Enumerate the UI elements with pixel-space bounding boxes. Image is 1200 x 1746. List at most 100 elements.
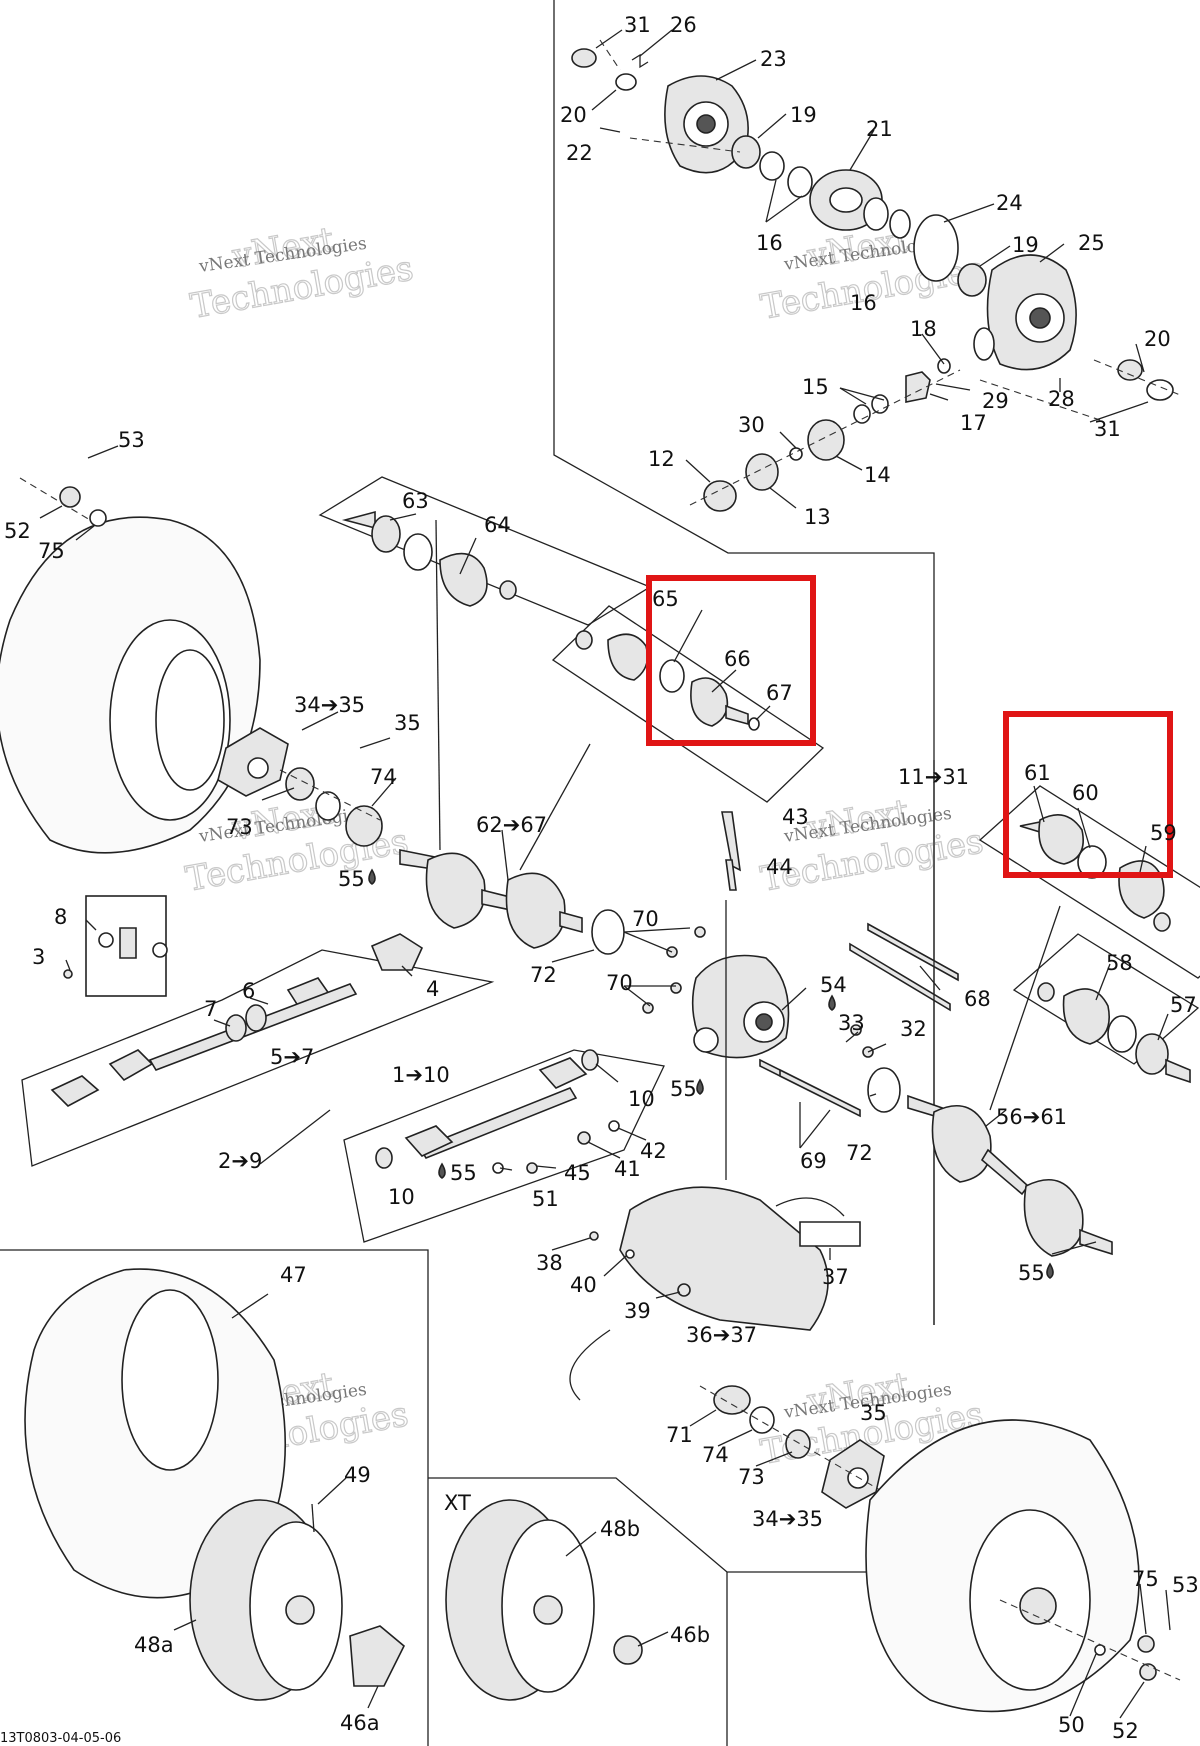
oil-drop-icon	[368, 868, 376, 885]
differential-assembly	[571, 39, 1181, 512]
valve-49	[311, 1503, 315, 1533]
part-label: 3	[32, 945, 45, 969]
part-label: 36➔37	[686, 1323, 757, 1347]
driveshaft-62-67	[399, 519, 625, 955]
part-label: 49	[344, 1463, 371, 1487]
shim-16	[759, 151, 785, 181]
nut-52b	[1139, 1663, 1157, 1681]
part-label: 63	[402, 489, 429, 513]
part-label: 62➔67	[476, 813, 547, 837]
part-label: 47	[280, 1263, 307, 1287]
part-label: 45	[564, 1161, 591, 1185]
part-label: 34➔35	[752, 1507, 823, 1531]
clip-67	[748, 717, 760, 731]
part-label: 66	[724, 647, 751, 671]
breather-43	[721, 811, 741, 872]
part-label: 40	[570, 1273, 597, 1297]
part-label: 4	[426, 977, 439, 1001]
washer-42	[608, 1120, 620, 1132]
part-label: 64	[484, 513, 511, 537]
joint-63	[371, 515, 401, 553]
part-label: 11➔31	[898, 765, 969, 789]
part-label: 55	[338, 867, 365, 891]
cv-joint-kit-65-67	[551, 575, 825, 803]
cv-joint-kit-59-61	[978, 711, 1200, 979]
part-label: 72	[846, 1141, 873, 1165]
part-label: 55	[670, 1077, 697, 1101]
part-label: 34➔35	[294, 693, 365, 717]
part-label: 23	[760, 47, 787, 71]
part-label: 72	[530, 963, 557, 987]
nut-45	[526, 1162, 538, 1174]
driveshaft-56-61	[907, 905, 1113, 1257]
reference-code: 13T0803-04-05-06	[0, 1731, 121, 1746]
nut-52	[59, 486, 81, 508]
screw-33	[850, 1024, 862, 1036]
seal-10	[375, 1147, 393, 1169]
part-label: 71	[666, 1423, 693, 1447]
part-label: 10	[388, 1185, 415, 1209]
rear-right-hub	[569, 1329, 1181, 1713]
bearing-14	[807, 419, 845, 461]
center-cap-46b	[613, 1635, 643, 1665]
part-label: 19	[1012, 233, 1039, 257]
part-label: 26	[670, 13, 697, 37]
part-label: 48b	[600, 1517, 640, 1541]
part-label: 41	[614, 1157, 641, 1181]
bearing-19b	[957, 263, 987, 297]
shim-16b	[787, 166, 813, 198]
part-labels: 31 26 23 20 19 21 22 24 16 19 25 16 18 2…	[0, 13, 1199, 1746]
joint-61	[1038, 814, 1084, 865]
part-label: 30	[738, 413, 765, 437]
breather-44	[725, 859, 737, 891]
part-label: 73	[738, 1465, 765, 1489]
rear-differential-center	[642, 760, 959, 1325]
cv-joint-kit-63-64	[318, 476, 652, 626]
nut-39	[677, 1283, 691, 1297]
cv-joint-kit-57-58	[1012, 933, 1200, 1084]
nut-41	[577, 1131, 591, 1145]
part-label: 6	[242, 979, 255, 1003]
seal-72b	[867, 1067, 901, 1113]
yoke-4	[370, 933, 424, 971]
part-label: 2➔9	[218, 1149, 262, 1173]
part-label: 18	[910, 317, 937, 341]
part-label: 17	[960, 411, 987, 435]
clip-26	[631, 53, 649, 69]
part-label: 53	[1172, 1573, 1199, 1597]
part-label: 48a	[134, 1633, 174, 1657]
part-label: 24	[996, 191, 1023, 215]
boot-65	[607, 633, 649, 681]
boot-59	[1118, 860, 1165, 919]
highlight-box-59-61	[1003, 711, 1173, 878]
seal-72	[591, 909, 625, 955]
part-label: 15	[802, 375, 829, 399]
seal-20b	[1117, 359, 1143, 381]
part-label: 52	[4, 519, 31, 543]
part-label: 74	[370, 765, 397, 789]
part-label: 20	[1144, 327, 1171, 351]
part-label: 13	[804, 505, 831, 529]
cv-joint-56	[931, 1104, 992, 1183]
part-label: 74	[702, 1443, 729, 1467]
seal-73	[285, 767, 315, 801]
joint-57	[1135, 1033, 1169, 1075]
part-label: 19	[790, 103, 817, 127]
leader-lines	[39, 29, 1171, 1719]
o-ring-24	[913, 214, 959, 282]
part-label: 46a	[340, 1711, 380, 1735]
part-label: 56➔61	[996, 1105, 1067, 1129]
bearing-71	[713, 1385, 751, 1415]
part-label: 61	[1024, 761, 1051, 785]
part-label: 28	[1048, 387, 1075, 411]
bolt-68	[867, 922, 959, 982]
part-label: 65	[652, 587, 679, 611]
highlight-box-65-67	[646, 575, 816, 746]
ring-74	[315, 791, 341, 821]
part-label: 43	[782, 805, 809, 829]
part-label: XT	[444, 1491, 471, 1515]
washer-75b	[1137, 1635, 1155, 1653]
pinion-17	[905, 371, 931, 403]
part-label: 75	[38, 539, 65, 563]
